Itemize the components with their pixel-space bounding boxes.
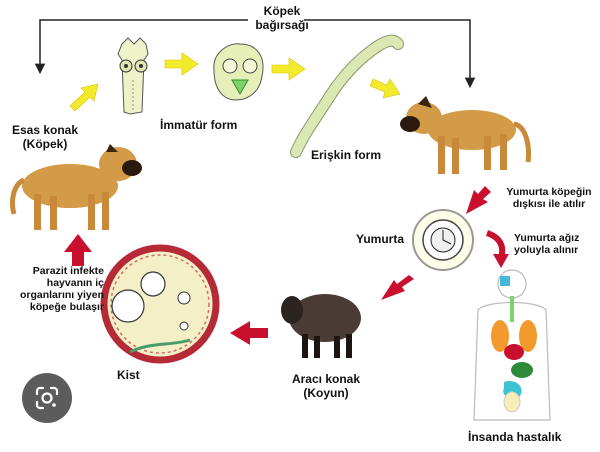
red-arrow-sheep-to-cyst (230, 321, 268, 345)
red-arrow-cyst-to-dog (64, 234, 92, 266)
google-lens-button[interactable] (22, 373, 72, 423)
adult-worm-illustration (290, 34, 404, 158)
cyst-illustration (100, 244, 220, 364)
label-intermediate-host: Aracı konak (Koyun) (291, 372, 361, 400)
connector-right (304, 19, 476, 89)
protoscolex-illustration (213, 43, 264, 101)
dog-right-illustration (400, 96, 531, 174)
yellow-arrow-4 (369, 78, 401, 99)
red-arrow-egg-to-sheep (381, 275, 414, 300)
label-immature-form: İmmatür form (160, 118, 238, 132)
yellow-arrows (69, 52, 401, 112)
label-eggs-in-feces: Yumurta köpeğin dışkısı ile atılır (506, 186, 592, 210)
dog-left-illustration (9, 144, 142, 230)
google-lens-icon (35, 386, 59, 410)
label-cyst: Kist (117, 368, 140, 382)
yellow-arrow-3 (271, 57, 306, 81)
label-oral-route: Yumurta ağız yoluyla alınır (514, 232, 580, 256)
label-parasite-transfer: Parazit infekte hayvanın iç organlarını … (19, 265, 104, 313)
label-human-disease: İnsanda hastalık (468, 430, 562, 444)
connector-left (34, 19, 248, 75)
yellow-arrow-1 (69, 83, 99, 112)
label-adult-form: Erişkin form (311, 148, 382, 162)
label-dog-intestine: Köpek bağırsağı (255, 4, 309, 32)
label-egg: Yumurta (356, 232, 405, 246)
sheep-illustration (281, 294, 361, 358)
scolex-illustration (117, 37, 149, 115)
label-definitive-host: Esas konak (Köpek) (11, 123, 79, 151)
red-arrow-dog-to-egg (466, 186, 491, 214)
yellow-arrow-2 (164, 52, 199, 76)
human-illustration (473, 269, 551, 421)
egg-illustration (412, 209, 474, 271)
red-arrows (64, 186, 509, 345)
